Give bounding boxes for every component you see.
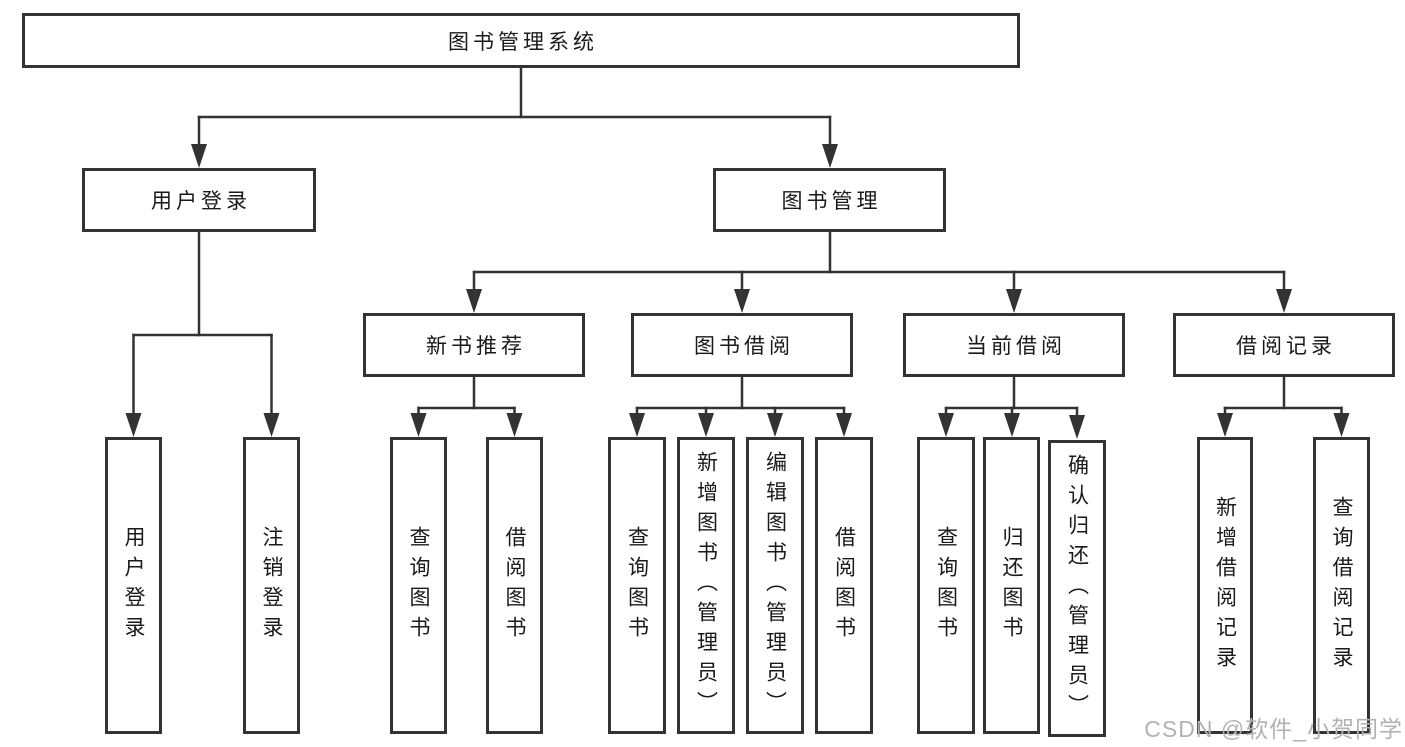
node-label: 新书推荐 <box>426 335 526 358</box>
leaf-query-borrow-record: 查询借阅记录 <box>1313 437 1370 734</box>
leaf-label: 新增图书（管理员） <box>694 450 718 721</box>
node-label: 图书借阅 <box>694 335 794 358</box>
leaf-borrow-books-2: 借阅图书 <box>815 437 873 734</box>
node-label: 当前借阅 <box>966 335 1066 358</box>
node-book-borrowing: 图书借阅 <box>631 313 853 377</box>
leaf-return-book: 归还图书 <box>983 437 1040 734</box>
node-library-management-system: 图书管理系统 <box>22 13 1020 68</box>
leaf-label: 注销登录 <box>260 525 284 646</box>
leaf-label: 查询图书 <box>407 525 431 646</box>
node-borrowing-records: 借阅记录 <box>1173 313 1395 377</box>
node-label: 用户登录 <box>151 190 251 213</box>
leaf-label: 查询图书 <box>625 525 649 646</box>
leaf-label: 借阅图书 <box>503 525 527 646</box>
leaf-add-borrow-record: 新增借阅记录 <box>1197 437 1253 734</box>
node-user-login: 用户登录 <box>82 168 316 232</box>
leaf-label: 新增借阅记录 <box>1213 495 1237 676</box>
leaf-confirm-return-admin: 确认归还（管理员） <box>1048 440 1106 737</box>
node-label: 借阅记录 <box>1236 335 1336 358</box>
leaf-edit-book-admin: 编辑图书（管理员） <box>746 437 804 734</box>
node-book-management: 图书管理 <box>713 168 946 232</box>
leaf-logout: 注销登录 <box>243 437 300 734</box>
leaf-label: 借阅图书 <box>832 525 856 646</box>
leaf-borrow-books-1: 借阅图书 <box>486 437 543 734</box>
node-label: 图书管理 <box>781 190 882 213</box>
leaf-label: 查询借阅记录 <box>1330 495 1354 676</box>
leaf-label: 用户登录 <box>122 525 146 646</box>
leaf-user-login: 用户登录 <box>105 437 162 734</box>
node-label: 图书管理系统 <box>448 30 598 54</box>
leaf-label: 查询图书 <box>934 525 958 646</box>
leaf-add-book-admin: 新增图书（管理员） <box>677 437 735 734</box>
leaf-label: 编辑图书（管理员） <box>763 450 787 721</box>
leaf-query-books-3: 查询图书 <box>917 437 975 734</box>
leaf-query-books-2: 查询图书 <box>608 437 666 734</box>
leaf-label: 确认归还（管理员） <box>1065 453 1089 724</box>
leaf-query-books-1: 查询图书 <box>390 437 447 734</box>
watermark: CSDN @软件_小贺同学 <box>1144 716 1403 742</box>
node-new-book-recommendation: 新书推荐 <box>363 313 585 377</box>
node-current-borrowing: 当前借阅 <box>903 313 1125 377</box>
leaf-label: 归还图书 <box>1000 525 1024 646</box>
